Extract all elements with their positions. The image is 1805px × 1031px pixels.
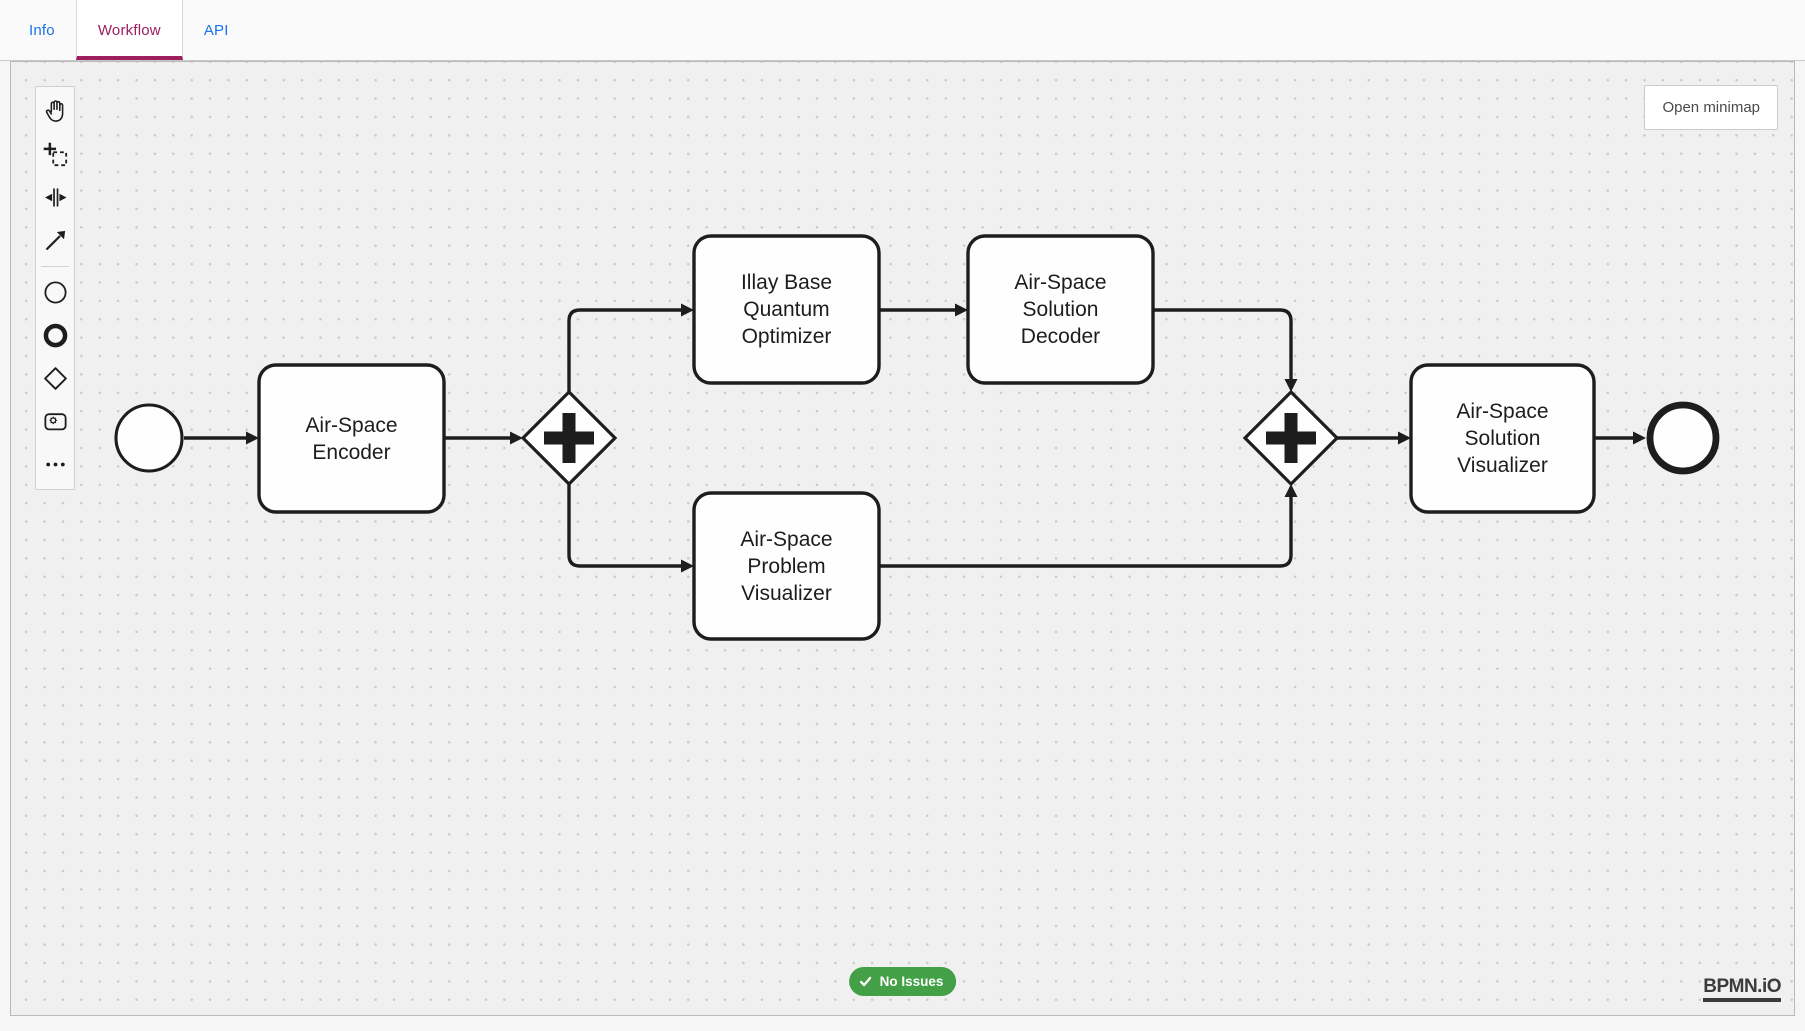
space-tool-icon [44,188,66,207]
sequence-flow[interactable] [567,484,683,568]
sequence-flow[interactable] [1151,308,1293,381]
sequence-flow-arrowhead [681,559,694,573]
lasso-tool-icon [43,142,67,167]
tab-workflow[interactable]: Workflow [75,0,183,60]
lasso-tool[interactable] [36,133,74,176]
more-tools-icon [45,462,65,467]
bpmn-task[interactable] [692,491,881,641]
space-tool[interactable] [36,176,74,219]
sequence-flow-arrowhead [1398,431,1411,445]
bpmn-parallel-gateway[interactable] [520,389,618,487]
create-gateway[interactable] [36,357,74,400]
bpmn-io-logo[interactable]: BPMN.iO [1703,977,1781,1002]
check-icon [859,976,871,987]
sequence-flow[interactable] [567,308,683,392]
sequence-flow-arrowhead [1284,379,1298,392]
status-badge-label: No Issues [879,974,944,989]
create-task[interactable] [36,400,74,443]
status-badge[interactable]: No Issues [848,967,957,996]
bpmn-task[interactable] [966,234,1155,385]
hand-tool-icon [45,100,63,122]
more-tools[interactable] [36,443,74,486]
hand-tool[interactable] [36,90,74,133]
tab-info[interactable]: Info [29,21,55,39]
bpmn-diagram [114,234,1720,641]
sequence-flow-arrowhead [1633,431,1646,445]
bpmn-parallel-gateway[interactable] [1242,389,1340,487]
bpmn-palette [35,86,75,490]
sequence-flow-arrowhead [1284,484,1298,497]
create-start-event-icon [43,281,67,304]
bpmn-task[interactable] [1409,363,1596,514]
create-end-event-icon [43,323,67,348]
bpmn-end-event[interactable] [1646,401,1720,475]
tab-bar: Info Workflow API [0,0,1805,61]
tab-api[interactable]: API [203,21,229,39]
create-start-event[interactable] [36,271,74,314]
global-connect-tool[interactable] [36,219,74,262]
open-minimap-button[interactable]: Open minimap [1644,85,1778,130]
create-task-icon [43,413,67,431]
sequence-flow-arrowhead [510,431,523,445]
global-connect-tool-icon [45,230,65,251]
create-end-event[interactable] [36,314,74,357]
palette-separator [41,266,69,267]
sequence-flow[interactable] [879,495,1293,568]
bpmn-start-event[interactable] [114,403,184,473]
create-gateway-icon [43,367,67,390]
sequence-flow-arrowhead [681,303,694,317]
bpmn-task[interactable] [257,363,446,514]
bpmn-task[interactable] [692,234,881,385]
sequence-flow-arrowhead [246,431,259,445]
sequence-flow-arrowhead [955,303,968,317]
